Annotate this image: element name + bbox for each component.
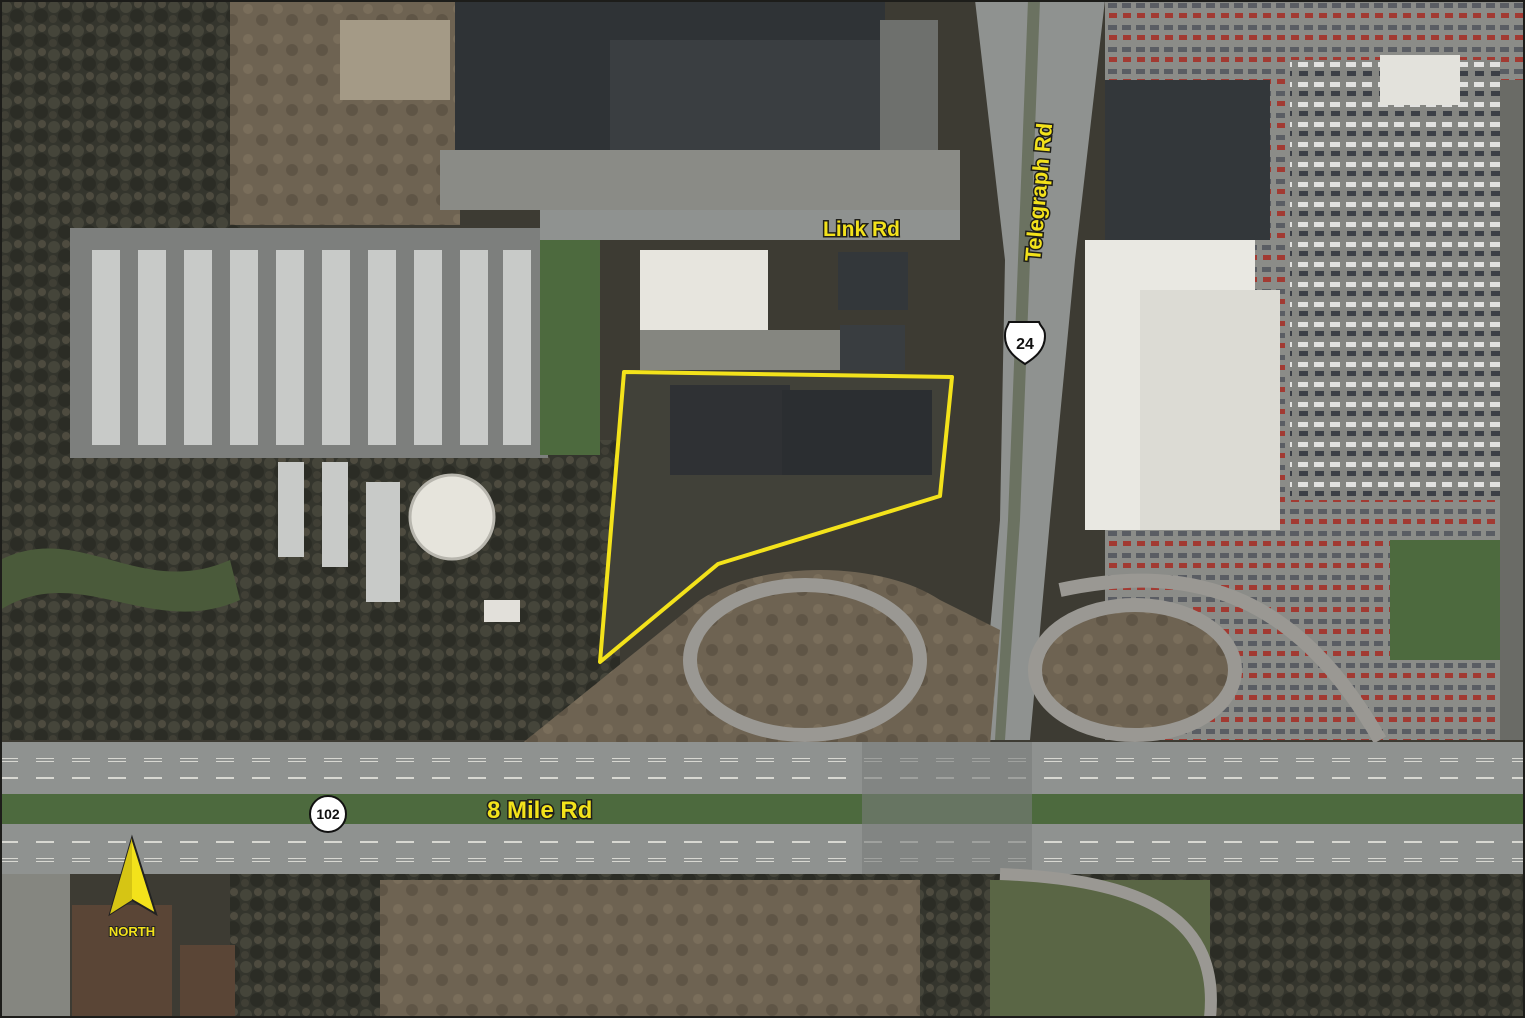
eight-mile-rd-label: 8 Mile Rd	[487, 797, 592, 824]
us-24-number: 24	[1016, 336, 1034, 353]
south-ramp	[999, 868, 1217, 1018]
dark-roof-building-2	[840, 325, 905, 370]
water-tower	[408, 473, 496, 561]
site-boundary-outline	[598, 370, 954, 664]
white-roof-building	[640, 250, 768, 330]
grass-strip	[0, 548, 240, 612]
white-roof-building-east-2	[1140, 290, 1280, 530]
dark-roof-building-east	[1105, 80, 1270, 240]
building-far-east	[1500, 80, 1525, 740]
eight-mile-north-lanes	[0, 742, 1525, 794]
north-arrow-icon	[108, 834, 158, 917]
link-road	[540, 210, 960, 240]
lane-dash-3	[0, 840, 1525, 844]
warehouse-top-right	[1380, 55, 1460, 105]
state-route-shield-icon: 102	[309, 795, 347, 833]
lane-dash-2	[0, 776, 1525, 780]
lawn-center	[540, 240, 600, 455]
storage-units	[70, 228, 548, 602]
industrial-roof-section	[610, 40, 880, 150]
ramp-loop-east	[1028, 598, 1242, 742]
north-label: NORTH	[109, 924, 155, 939]
eight-mile-south-lanes	[0, 824, 1525, 874]
small-building	[484, 600, 520, 622]
lane-dash-1	[0, 758, 1525, 762]
construction-zone	[520, 570, 1000, 745]
lane-dash-4	[0, 858, 1525, 862]
site-building	[782, 390, 932, 475]
annex-building	[880, 20, 938, 150]
site-parking	[670, 385, 790, 475]
south-dirt	[380, 880, 920, 1018]
link-rd-label: Link Rd	[823, 218, 900, 241]
south-building-2	[180, 945, 235, 1018]
south-building	[72, 905, 172, 1018]
parking-link	[640, 330, 840, 370]
parking-east-2	[1290, 60, 1500, 500]
dark-roof-building-link	[838, 252, 908, 310]
telegraph-median	[995, 0, 1040, 740]
south-parking	[0, 874, 70, 1018]
overpass	[862, 742, 1032, 874]
lawn-east	[1390, 540, 1500, 660]
us-highway-shield-icon: 24	[1003, 321, 1047, 366]
m-102-number: 102	[316, 806, 340, 822]
gravel-yard	[340, 20, 450, 100]
ramp-east	[1058, 573, 1387, 744]
ramp-loop-west	[683, 578, 927, 742]
eight-mile-median	[0, 794, 1525, 824]
south-lawn	[990, 880, 1210, 1018]
parking-apron	[440, 150, 960, 210]
